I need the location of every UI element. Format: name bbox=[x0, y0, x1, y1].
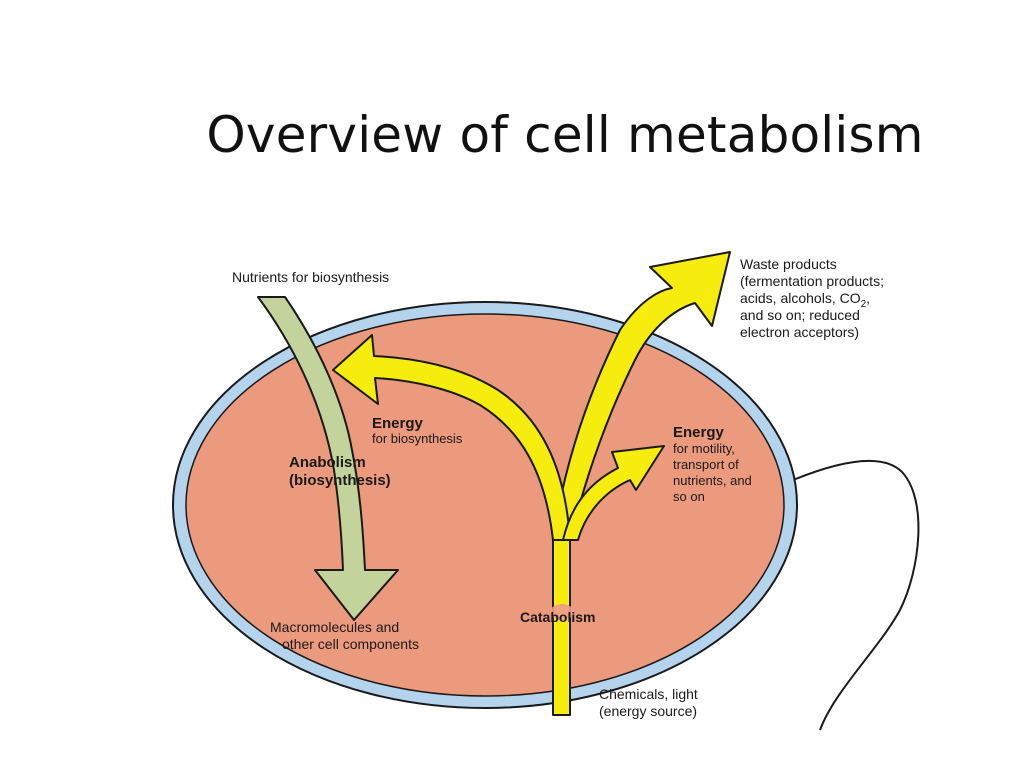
energy-motility-subtitle: for motility, transport of nutrients, an… bbox=[673, 441, 752, 504]
waste-products-label: Waste products (fermentation products; a… bbox=[740, 256, 884, 340]
svg-text:for motility,: for motility, bbox=[673, 441, 735, 456]
svg-text:nutrients, and: nutrients, and bbox=[673, 473, 752, 488]
energy-biosynthesis-subtitle: for biosynthesis bbox=[372, 431, 463, 446]
macromolecules-label: Macromolecules and bbox=[270, 619, 399, 635]
svg-text:electron acceptors): electron acceptors) bbox=[740, 324, 859, 340]
biosynthesis-label: (biosynthesis) bbox=[289, 472, 391, 489]
svg-text:transport of: transport of bbox=[673, 457, 739, 472]
svg-text:acids, alcohols, CO2,: acids, alcohols, CO2, bbox=[740, 290, 870, 310]
energy-biosynthesis-arrow bbox=[332, 334, 571, 541]
svg-text:so on: so on bbox=[673, 489, 705, 504]
energy-motility-arrow bbox=[562, 445, 665, 541]
catabolism-highlight bbox=[550, 604, 574, 620]
catabolism-label: Catabolism bbox=[520, 609, 595, 625]
cell-cytoplasm bbox=[185, 313, 785, 697]
nutrients-label: Nutrients for biosynthesis bbox=[232, 269, 389, 285]
energy-biosynthesis-title: Energy bbox=[372, 415, 424, 432]
anabolism-label: Anabolism bbox=[289, 454, 366, 471]
energy-source-label: (energy source) bbox=[599, 703, 697, 719]
catabolism-arrows bbox=[332, 251, 731, 716]
energy-motility-title: Energy bbox=[673, 424, 725, 441]
cell-components-label: other cell components bbox=[282, 636, 419, 652]
slide-title: Overview of cell metabolism bbox=[206, 106, 924, 164]
chemicals-label: Chemicals, light bbox=[599, 686, 698, 702]
svg-text:Waste products: Waste products bbox=[740, 256, 837, 272]
anabolism-arrow bbox=[257, 296, 399, 621]
svg-text:(fermentation products;: (fermentation products; bbox=[740, 273, 884, 289]
svg-text:and so on; reduced: and so on; reduced bbox=[740, 307, 860, 323]
waste-arrow bbox=[552, 251, 731, 716]
flagellum bbox=[792, 459, 920, 731]
